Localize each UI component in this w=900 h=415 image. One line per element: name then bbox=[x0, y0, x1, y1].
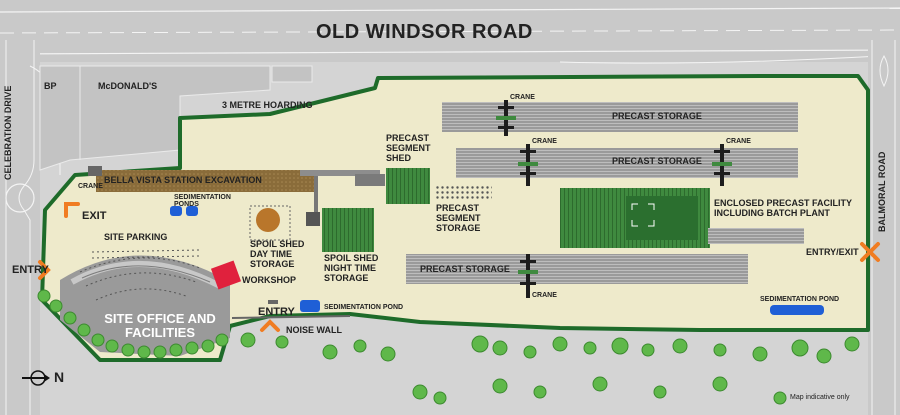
precast-storage-bottom-label: PRECAST STORAGE bbox=[420, 264, 510, 274]
site-parking-label: SITE PARKING bbox=[104, 232, 168, 242]
precast-storage-mid-label: PRECAST STORAGE bbox=[612, 156, 702, 166]
site-boundary bbox=[40, 74, 870, 362]
celebration-drive bbox=[0, 40, 61, 415]
workshop-building bbox=[210, 260, 242, 290]
precast-storage-top-label: PRECAST STORAGE bbox=[612, 111, 702, 121]
crane-icon bbox=[518, 254, 538, 298]
hoarding-label: 3 METRE HOARDING bbox=[222, 100, 313, 110]
exit-label: EXIT bbox=[82, 210, 107, 222]
site-office-building bbox=[60, 255, 230, 356]
balmoral-road-label: BALMORAL ROAD bbox=[877, 151, 887, 232]
crane-icon bbox=[518, 144, 538, 186]
site-office-label: SITE OFFICE AND FACILITIES bbox=[104, 311, 216, 341]
sedimentation-pond-right bbox=[770, 305, 824, 315]
station-excavation bbox=[96, 170, 316, 192]
crane-icon bbox=[496, 100, 516, 136]
bp-label: BP bbox=[44, 81, 57, 91]
entry-left-marker-icon bbox=[38, 260, 51, 280]
spoil-shed-day-label: SPOIL SHED DAY TIME STORAGE bbox=[250, 239, 305, 269]
workshop-label: WORKSHOP bbox=[242, 275, 296, 285]
spoil-shed-night-label: SPOIL SHED NIGHT TIME STORAGE bbox=[324, 253, 379, 283]
entry-left-label: ENTRY bbox=[12, 264, 49, 276]
precast-segment-shed-label: PRECAST SEGMENT SHED bbox=[386, 133, 431, 163]
crane-label-excavation: CRANE bbox=[78, 183, 103, 190]
access-markers bbox=[38, 202, 880, 332]
exit-marker-icon bbox=[64, 202, 80, 218]
crane-label-3: CRANE bbox=[726, 138, 751, 145]
crane-excavation bbox=[88, 166, 102, 176]
entry-exit-label: ENTRY/EXIT bbox=[806, 247, 859, 257]
spoil-shed-day bbox=[249, 205, 320, 241]
precast-storage-bottom bbox=[406, 254, 748, 284]
enclosed-precast-facility bbox=[560, 188, 804, 248]
cranes bbox=[496, 100, 732, 298]
old-windsor-road bbox=[0, 0, 900, 64]
balmoral-road bbox=[868, 40, 900, 415]
celebration-drive-label: CELEBRATION DRIVE bbox=[3, 85, 13, 180]
gate bbox=[268, 300, 278, 304]
entry-bottom-marker-icon bbox=[260, 319, 280, 332]
mcdonalds-label: McDONALD'S bbox=[98, 81, 158, 91]
excavation-label: BELLA VISTA STATION EXCAVATION bbox=[104, 175, 262, 185]
sedimentation-ponds-small bbox=[170, 206, 198, 216]
north-arrow-icon bbox=[22, 370, 50, 386]
enclosed-facility-label: ENCLOSED PRECAST FACILITY INCLUDING BATC… bbox=[714, 198, 852, 218]
sedimentation-ponds-label: SEDIMENTATION PONDS bbox=[174, 194, 231, 209]
conveyor-end bbox=[355, 174, 385, 186]
site-parking-bays bbox=[79, 249, 201, 301]
precast-storage-mid bbox=[456, 148, 798, 178]
sedimentation-pond-right-label: SEDIMENTATION POND bbox=[760, 296, 840, 303]
crane-label-2: CRANE bbox=[532, 138, 557, 145]
sedimentation-pond-entry-label: SEDIMENTATION POND bbox=[324, 304, 404, 311]
old-windsor-road-label: OLD WINDSOR ROAD bbox=[316, 21, 533, 43]
precast-segment-shed bbox=[386, 168, 430, 204]
crane-label-4: CRANE bbox=[532, 292, 557, 299]
entry-exit-marker-icon bbox=[860, 242, 880, 262]
noise-wall bbox=[231, 315, 351, 319]
map-note: Map indicative only bbox=[790, 394, 850, 401]
crane-label-1: CRANE bbox=[510, 94, 535, 101]
trees bbox=[37, 289, 860, 405]
crane-icon bbox=[712, 144, 732, 186]
conveyor bbox=[300, 170, 380, 176]
noise-wall-label: NOISE WALL bbox=[286, 325, 342, 335]
precast-segment-storage-area bbox=[436, 186, 492, 200]
north-label: N bbox=[54, 369, 65, 385]
entry-bottom-label: ENTRY bbox=[258, 306, 295, 318]
spoil-shed-night bbox=[322, 208, 374, 252]
sedimentation-pond-entry bbox=[300, 300, 320, 312]
precast-segment-storage-label: PRECAST SEGMENT STORAGE bbox=[436, 203, 481, 233]
